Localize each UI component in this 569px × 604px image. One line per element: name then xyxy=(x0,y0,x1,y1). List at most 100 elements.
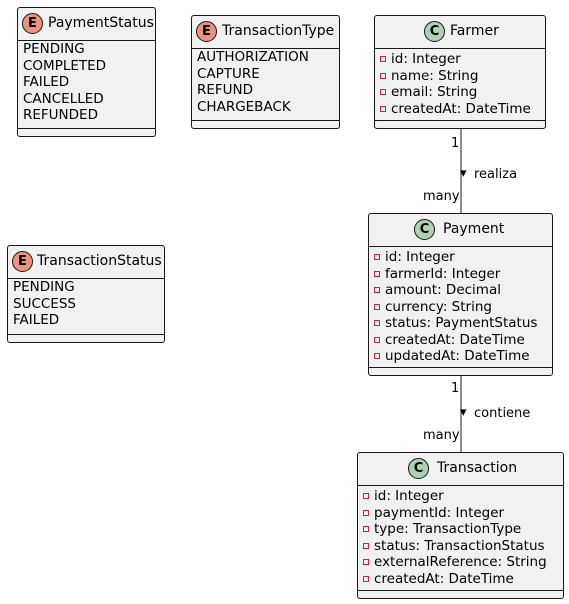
private-visibility-icon xyxy=(374,353,380,360)
class-field: id: Integer xyxy=(361,488,547,505)
class-badge-icon: C xyxy=(408,458,429,479)
enum-values: AUTHORIZATION CAPTURE REFUND CHARGEBACK xyxy=(197,49,309,115)
field-text: createdAt: DateTime xyxy=(385,331,525,348)
field-text: name: String xyxy=(391,67,479,84)
field-text: externalReference: String xyxy=(374,554,547,570)
class-field: farmerId: Integer xyxy=(372,266,537,283)
private-visibility-icon xyxy=(374,270,380,277)
class-farmer: C Farmer id: Integer name: String email:… xyxy=(374,15,546,129)
divider xyxy=(192,48,339,49)
enum-value: PENDING xyxy=(23,41,85,57)
class-name: Transaction xyxy=(437,460,518,476)
private-visibility-icon xyxy=(363,509,369,516)
divider xyxy=(358,590,563,591)
enum-header: E PaymentStatus xyxy=(18,8,155,40)
class-header: C Payment xyxy=(369,214,552,246)
field-text: updatedAt: DateTime xyxy=(385,348,530,364)
enum-name: TransactionStatus xyxy=(37,253,162,269)
multiplicity-label: 1 xyxy=(451,381,460,396)
class-field: status: PaymentStatus xyxy=(372,315,537,332)
enum-value: AUTHORIZATION xyxy=(197,49,309,65)
enum-transaction-type: E TransactionType AUTHORIZATION CAPTURE … xyxy=(191,15,340,129)
class-transaction: C Transaction id: Integer paymentId: Int… xyxy=(357,452,564,599)
field-text: paymentId: Integer xyxy=(374,504,505,521)
class-field: externalReference: String xyxy=(361,554,547,571)
enum-values: PENDING SUCCESS FAILED xyxy=(13,279,76,329)
class-field: id: Integer xyxy=(378,51,531,68)
divider xyxy=(18,128,155,129)
class-name: Payment xyxy=(443,221,505,237)
divider xyxy=(369,246,552,247)
enum-value: SUCCESS xyxy=(13,295,76,312)
class-field: createdAt: DateTime xyxy=(361,571,547,588)
divider xyxy=(192,120,339,121)
class-payment: C Payment id: Integer farmerId: Integer … xyxy=(368,213,553,376)
private-visibility-icon xyxy=(363,493,369,500)
private-visibility-icon xyxy=(363,575,369,582)
enum-values: PENDING COMPLETED FAILED CANCELLED REFUN… xyxy=(23,41,106,124)
enum-value: FAILED xyxy=(13,312,60,328)
enum-payment-status: E PaymentStatus PENDING COMPLETED FAILED… xyxy=(17,7,156,137)
field-text: farmerId: Integer xyxy=(385,265,501,282)
enum-value: REFUND xyxy=(197,82,254,98)
class-badge-icon: C xyxy=(414,219,435,240)
enum-value: REFUNDED xyxy=(23,107,98,123)
private-visibility-icon xyxy=(374,320,380,327)
enum-value: CHARGEBACK xyxy=(197,98,291,115)
class-field: name: String xyxy=(378,68,531,85)
field-text: type: TransactionType xyxy=(374,521,522,537)
enum-badge-icon: E xyxy=(12,251,33,272)
private-visibility-icon xyxy=(374,303,380,310)
private-visibility-icon xyxy=(380,89,386,96)
multiplicity-label: many xyxy=(423,428,460,443)
field-text: status: PaymentStatus xyxy=(385,315,538,331)
class-field: amount: Decimal xyxy=(372,282,537,299)
private-visibility-icon xyxy=(363,542,369,549)
divider xyxy=(375,48,545,49)
class-field: type: TransactionType xyxy=(361,521,547,538)
class-header: C Farmer xyxy=(375,16,545,48)
class-badge-icon: C xyxy=(424,21,445,42)
enum-value: COMPLETED xyxy=(23,57,107,74)
enum-badge-icon: E xyxy=(22,13,43,34)
class-header: C Transaction xyxy=(358,453,563,485)
private-visibility-icon xyxy=(363,559,369,566)
class-field: currency: String xyxy=(372,299,537,316)
enum-value: CANCELLED xyxy=(23,90,104,107)
divider xyxy=(375,120,545,121)
enum-header: E TransactionStatus xyxy=(8,246,164,278)
class-fields: id: Integer farmerId: Integer amount: De… xyxy=(372,249,537,365)
class-fields: id: Integer paymentId: Integer type: Tra… xyxy=(361,488,547,587)
multiplicity-label: 1 xyxy=(451,136,460,151)
relation-label: contiene xyxy=(474,406,531,421)
class-fields: id: Integer name: String email: String c… xyxy=(378,51,531,117)
class-field: id: Integer xyxy=(372,249,537,266)
divider xyxy=(8,278,164,279)
class-field: createdAt: DateTime xyxy=(372,332,537,349)
class-field: createdAt: DateTime xyxy=(378,101,531,118)
field-text: email: String xyxy=(391,84,478,100)
class-field: updatedAt: DateTime xyxy=(372,348,537,365)
enum-value: CAPTURE xyxy=(197,65,260,82)
field-text: createdAt: DateTime xyxy=(391,100,531,117)
field-text: status: TransactionStatus xyxy=(374,537,545,554)
enum-value: FAILED xyxy=(23,74,70,90)
divider xyxy=(369,367,552,368)
divider xyxy=(8,334,164,335)
relation-label: realiza xyxy=(474,167,518,182)
class-field: email: String xyxy=(378,84,531,101)
private-visibility-icon xyxy=(380,105,386,112)
field-text: currency: String xyxy=(385,298,492,315)
field-text: amount: Decimal xyxy=(385,282,501,298)
field-text: createdAt: DateTime xyxy=(374,570,514,587)
direction-arrow-icon: ▾ xyxy=(460,405,467,420)
private-visibility-icon xyxy=(374,254,380,261)
private-visibility-icon xyxy=(380,56,386,63)
multiplicity-label: many xyxy=(423,189,460,204)
enum-badge-icon: E xyxy=(196,21,217,42)
class-field: paymentId: Integer xyxy=(361,505,547,522)
private-visibility-icon xyxy=(380,72,386,79)
enum-value: PENDING xyxy=(13,279,75,295)
enum-header: E TransactionType xyxy=(192,16,339,48)
